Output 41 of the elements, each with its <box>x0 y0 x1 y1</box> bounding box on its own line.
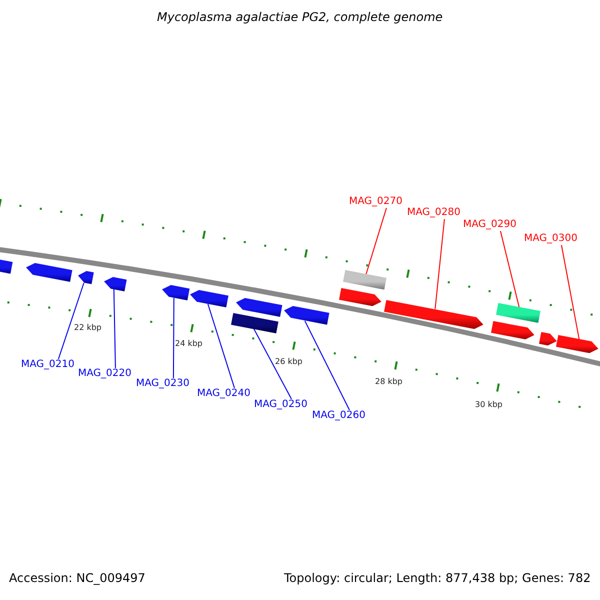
gene-glyph <box>343 270 387 290</box>
gene-glyph <box>78 271 94 284</box>
gene-label: MAG_0230 <box>136 378 190 390</box>
tick-label: 30 kbp <box>475 400 503 410</box>
gene-glyph <box>496 303 540 323</box>
gene-glyph <box>284 306 330 326</box>
gene-glyph <box>339 288 382 306</box>
gene-glyph <box>104 276 127 291</box>
leader-line <box>172 297 174 378</box>
gene-glyph <box>236 298 283 318</box>
gene-label: MAG_0250 <box>254 399 308 411</box>
gene-label: MAG_0240 <box>197 388 250 400</box>
gene-label: MAG_0220 <box>78 368 132 380</box>
leader-line <box>207 303 235 388</box>
gene-label: MAG_0260 <box>312 410 366 422</box>
leader-line <box>560 244 580 340</box>
gene-glyph <box>490 321 534 340</box>
tick-label: 26 kbp <box>275 357 303 367</box>
gene-label: MAG_0280 <box>407 207 460 219</box>
gene-glyph <box>538 332 556 345</box>
gene-glyph <box>26 263 73 282</box>
gene-label: MAG_0270 <box>349 196 402 208</box>
leader-line <box>434 218 445 310</box>
genome-info-text: Topology: circular; Length: 877,438 bp; Genes: 782 <box>284 570 591 586</box>
leader-line <box>304 320 350 410</box>
leader-line <box>58 282 84 360</box>
tick-label: 24 kbp <box>175 339 203 349</box>
diagram-title: Mycoplasma agalactiae PG2, complete genome <box>157 10 443 25</box>
accession-text: Accession: NC_009497 <box>9 570 146 586</box>
gene-label: MAG_0290 <box>463 219 516 231</box>
gene-glyph <box>162 285 190 300</box>
gene-label: MAG_0300 <box>524 233 578 245</box>
gene-glyph <box>384 300 484 329</box>
gene-glyph <box>190 290 229 308</box>
leader-line <box>113 288 116 368</box>
tick-label: 28 kbp <box>375 377 403 387</box>
leader-line <box>500 230 520 308</box>
leader-line <box>366 208 387 275</box>
tick-label: 22 kbp <box>74 323 102 333</box>
gene-label: MAG_0210 <box>21 359 74 371</box>
gene-glyph <box>231 312 279 334</box>
